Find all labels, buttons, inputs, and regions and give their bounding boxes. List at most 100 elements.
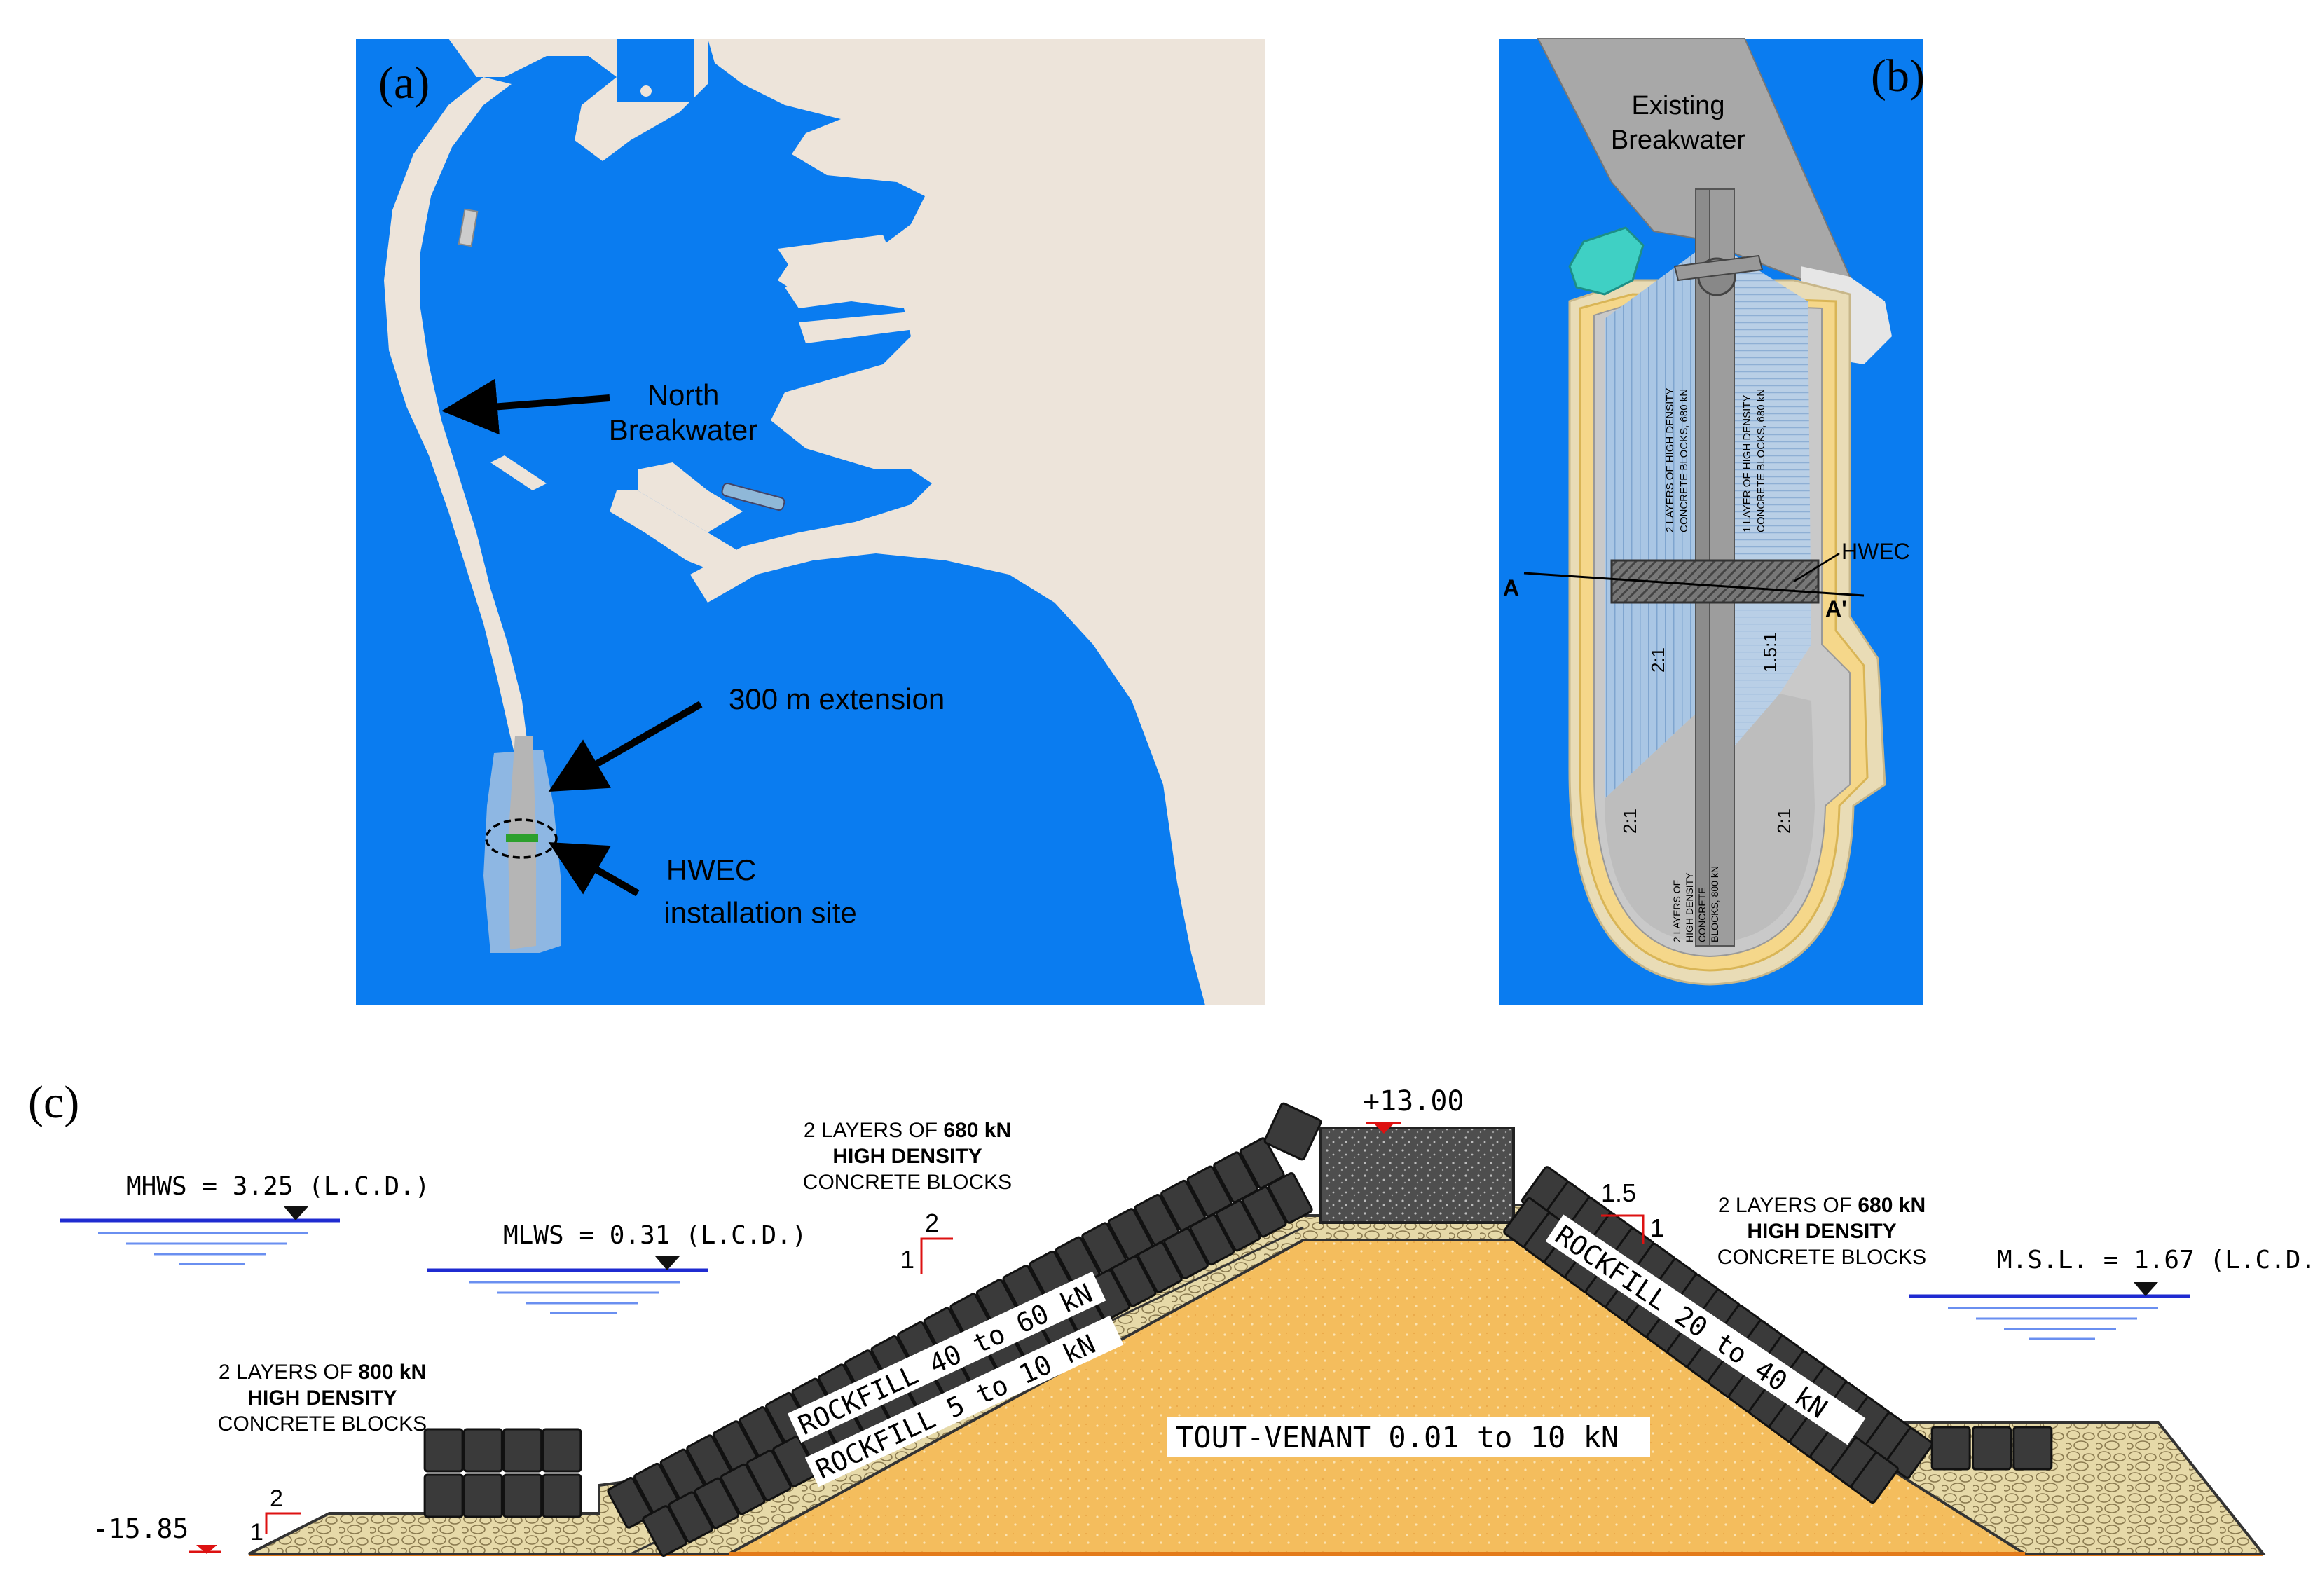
land-mainland <box>690 39 1265 1005</box>
armour-block <box>1268 1172 1313 1224</box>
hwec-label-b: HWEC <box>1841 539 1910 564</box>
slope-left-lower: 2:1 <box>1619 809 1640 834</box>
svg-text:2 LAYERS OF 680 kN: 2 LAYERS OF 680 kN <box>804 1119 1011 1142</box>
svg-text:2 LAYERS OF 680 kN: 2 LAYERS OF 680 kN <box>1718 1194 1926 1217</box>
hwec-label-1: HWEC <box>666 853 756 886</box>
mhws-label: MHWS = 3.25 (L.C.D.) <box>126 1172 430 1201</box>
arrow-extension <box>548 701 703 792</box>
toe-elevation: -15.85 <box>92 1513 188 1544</box>
crest-wall <box>1319 1127 1515 1224</box>
svg-text:1: 1 <box>1650 1213 1664 1242</box>
blocks-left-text-2: CONCRETE BLOCKS, 680 kN <box>1678 389 1690 532</box>
armour-block <box>1972 1426 2012 1471</box>
label-680-left: 2 LAYERS OF 680 kN HIGH DENSITY CONCRETE… <box>803 1119 1012 1194</box>
armour-block <box>668 1491 714 1543</box>
armour-block <box>542 1428 582 1473</box>
svg-text:HIGH DENSITY: HIGH DENSITY <box>832 1145 982 1168</box>
hwec-site-marker <box>506 834 538 842</box>
arrow-hwec-site <box>548 842 640 897</box>
svg-text:HIGH DENSITY: HIGH DENSITY <box>247 1387 397 1410</box>
armour-block <box>462 1473 503 1518</box>
dock-3 <box>799 312 914 343</box>
armour-block <box>2012 1426 2053 1471</box>
mlws-level: MLWS = 0.31 (L.C.D.) <box>427 1221 806 1314</box>
slope-marker-toe: 1 2 <box>250 1485 301 1546</box>
blocks-head-text-3: CONCRETE <box>1696 887 1708 942</box>
section-start: A <box>1503 575 1519 600</box>
armour-block <box>1263 1102 1322 1161</box>
crest-elevation: +13.00 <box>1363 1085 1464 1117</box>
armour-block <box>772 1436 818 1487</box>
hwec-label-2: installation site <box>664 896 856 929</box>
svg-text:1.5: 1.5 <box>1601 1178 1636 1207</box>
armour-block <box>1137 1241 1183 1293</box>
north-breakwater-label-1: North <box>647 378 720 411</box>
extension-label: 300 m extension <box>729 682 945 715</box>
blocks-head-text-4: BLOCKS, 800 kN <box>1709 866 1720 942</box>
dock-2 <box>785 277 904 308</box>
slope-marker-left: 1 2 <box>900 1209 953 1274</box>
msl-level: M.S.L. = 1.67 (L.C.D.) <box>1909 1246 2320 1340</box>
blocks-head-text-2: HIGH DENSITY <box>1684 872 1695 942</box>
arrow-north-breakwater <box>441 378 610 435</box>
panel-c-label: (c) <box>28 1077 79 1128</box>
svg-text:CONCRETE BLOCKS: CONCRETE BLOCKS <box>803 1171 1012 1194</box>
armour-block <box>1111 1255 1157 1307</box>
armour-block <box>423 1428 464 1473</box>
north-breakwater-label-2: Breakwater <box>609 413 757 446</box>
armour-block <box>462 1428 503 1473</box>
existing-label-1: Existing <box>1631 91 1724 121</box>
mlws-label: MLWS = 0.31 (L.C.D.) <box>503 1221 806 1250</box>
teal-structure <box>1568 226 1645 296</box>
panel-b-label: (b) <box>1871 50 1925 102</box>
armour-block <box>607 1477 653 1529</box>
mhws-level: MHWS = 3.25 (L.C.D.) <box>60 1172 430 1265</box>
armour-left <box>1605 242 1710 799</box>
armour-block <box>1930 1426 1971 1471</box>
breakwater-extension <box>508 736 536 949</box>
armour-block <box>694 1477 740 1529</box>
armour-block <box>1163 1227 1209 1279</box>
armour-right <box>1713 242 1811 771</box>
armour-block <box>746 1450 792 1501</box>
blocks-left-text-1: 2 LAYERS OF HIGH DENSITY <box>1664 388 1676 532</box>
armour-block <box>1189 1213 1235 1266</box>
svg-text:CONCRETE BLOCKS: CONCRETE BLOCKS <box>218 1412 427 1436</box>
svg-text:1: 1 <box>900 1245 914 1274</box>
label-680-right: 2 LAYERS OF 680 kN HIGH DENSITY CONCRETE… <box>1717 1194 1926 1269</box>
existing-label-2: Breakwater <box>1611 125 1746 155</box>
section-line <box>1523 572 1865 597</box>
panel-a-label: (a) <box>378 57 430 109</box>
blocks-head-text-1: 2 LAYERS OF <box>1671 880 1682 942</box>
core-label: TOUT-VENANT 0.01 to 10 kN <box>1176 1420 1619 1454</box>
armour-block <box>502 1473 543 1518</box>
armour-block <box>720 1463 766 1515</box>
svg-text:1: 1 <box>250 1519 263 1546</box>
slope-right-lower: 2:1 <box>1773 809 1794 834</box>
svg-text:2: 2 <box>925 1209 939 1237</box>
svg-text:HIGH DENSITY: HIGH DENSITY <box>1747 1220 1896 1243</box>
armour-block <box>542 1473 582 1518</box>
dock-1 <box>778 235 890 270</box>
section-end: A' <box>1825 596 1847 621</box>
armour-block <box>423 1473 464 1518</box>
armour-block <box>1241 1185 1287 1238</box>
blocks-right-text-2: CONCRETE BLOCKS, 680 kN <box>1755 389 1767 532</box>
panel-a-port-map: (a) North Breakwater 300 m extension HWE… <box>356 39 1265 1005</box>
hwec-site-circle <box>485 818 558 859</box>
panel-c-cross-section: (c) +13.00 ROCKFILL 40 to 60 kN ROCKFILL… <box>28 1077 2320 1557</box>
armour-block <box>502 1428 543 1473</box>
armour-block <box>1851 1452 1899 1504</box>
label-800: 2 LAYERS OF 800 kN HIGH DENSITY CONCRETE… <box>218 1361 427 1436</box>
panel-b-plan-view: (b) Existing Breakwater HWEC A A' 2:1 1.… <box>1499 38 1925 1005</box>
svg-text:2 LAYERS OF 800 kN: 2 LAYERS OF 800 kN <box>219 1361 426 1384</box>
svg-text:CONCRETE BLOCKS: CONCRETE BLOCKS <box>1717 1246 1926 1269</box>
slope-marker-right: 1.5 1 <box>1601 1178 1664 1244</box>
msl-label: M.S.L. = 1.67 (L.C.D.) <box>1997 1246 2320 1274</box>
armour-block <box>1215 1199 1261 1252</box>
north-breakwater <box>384 77 529 771</box>
blocks-right-text-1: 1 LAYER OF HIGH DENSITY <box>1741 395 1753 532</box>
slope-right-upper: 1.5:1 <box>1759 632 1780 673</box>
svg-text:2: 2 <box>270 1485 283 1512</box>
